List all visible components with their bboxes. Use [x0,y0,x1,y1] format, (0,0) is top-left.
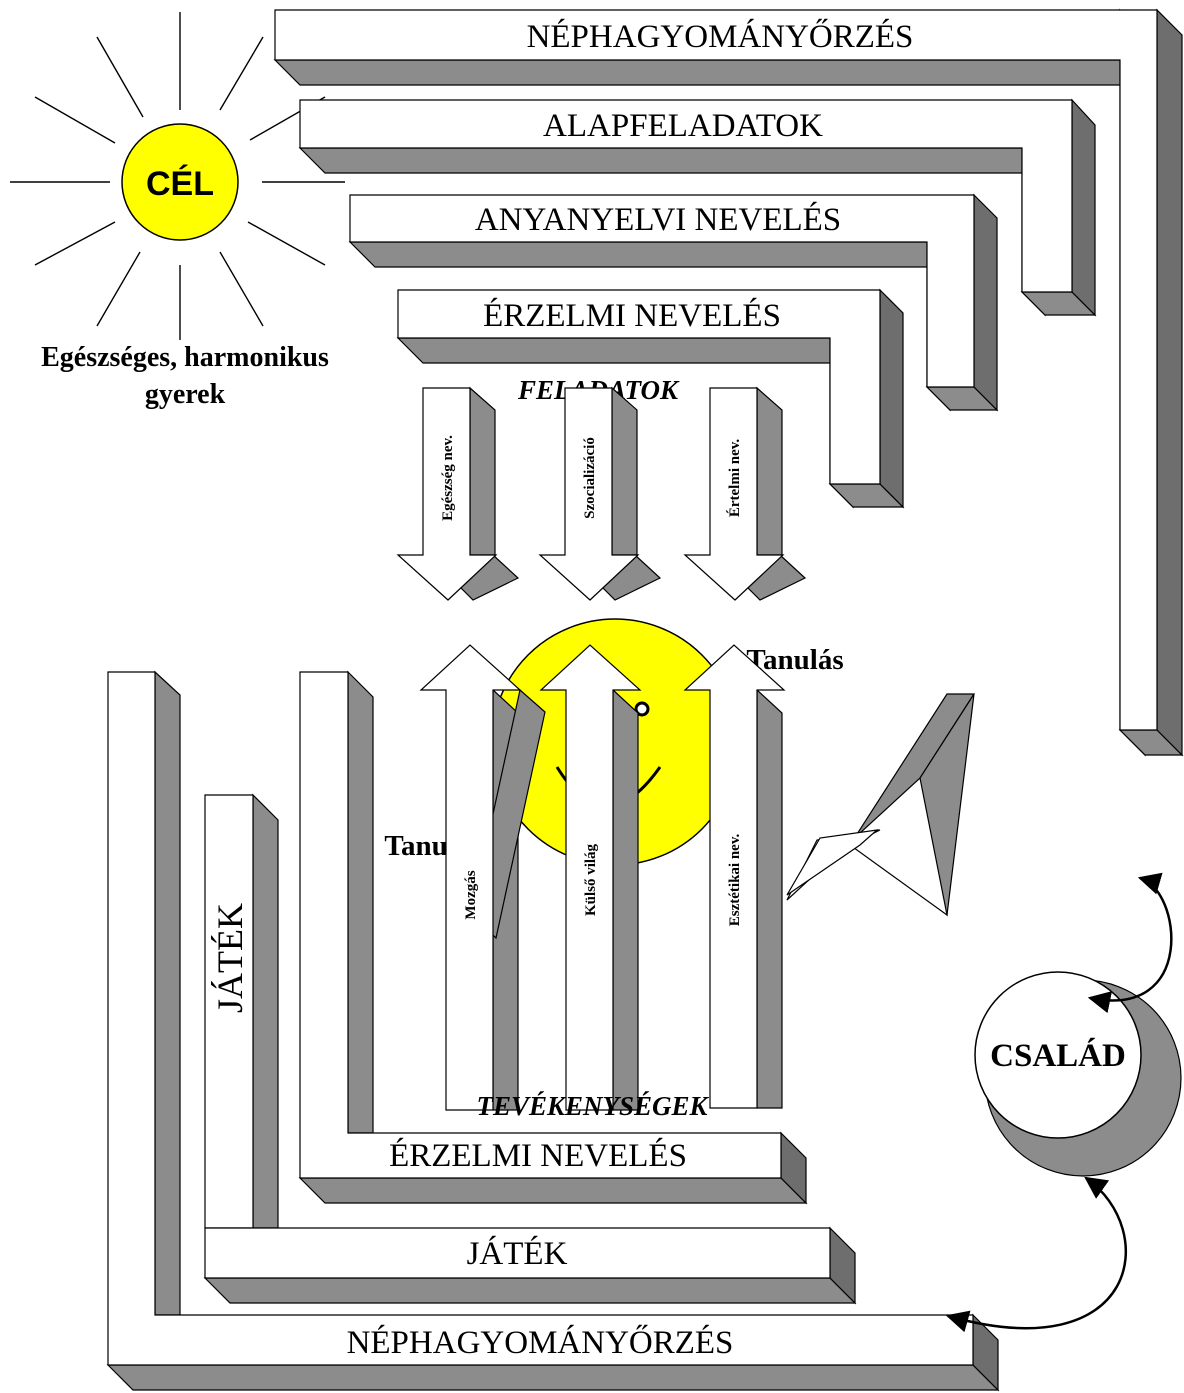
family-label: CSALÁD [990,1037,1126,1074]
activity-arrow-outer-world-label: Külső világ [583,843,599,916]
task-arrow-intellectual-label: Értelmi nev. [726,439,743,518]
activity-arrow-aesthetic-label: Esztétikai nev. [727,834,743,927]
bottom-band-play: JÁTÉK [203,1226,857,1305]
top-band-folk-tradition: NÉPHAGYOMÁNYŐRZÉS [273,8,1184,757]
bottom-band-play-label: JÁTÉK [467,1235,568,1272]
task-arrow-health-label: Egészség nev. [440,435,456,521]
bottom-band-emotional-label: ÉRZELMI NEVELÉS [389,1137,687,1174]
family-connector-bottom [945,1176,1128,1333]
smiley-right-eye [634,701,650,717]
activity-arrow-movement: Mozgás [419,644,546,1111]
activities-title: TEVÉKENYSÉGEK [476,1091,709,1121]
top-band-basic-tasks-label: ALAPFELADATOK [543,108,823,144]
goal-sun-label: CÉL [146,165,214,203]
top-band-emotional: ÉRZELMI NEVELÉS [396,288,905,509]
top-band-basic-tasks: ALAPFELADATOK [298,98,1097,317]
play-vertical-band: JÁTÉK [204,793,279,1229]
bottom-band-folk-tradition: NÉPHAGYOMÁNYŐRZÉS [106,670,1000,1392]
activity-arrow-movement-label: Mozgás [463,870,479,919]
task-arrow-intellectual: Értelmi nev. [683,386,807,601]
top-band-mother-tongue: ANYANYELVI NEVELÉS [348,193,999,412]
goal-sun: CÉL [10,12,345,340]
family-connector-top [1087,872,1173,1014]
task-arrow-health: Egészség nev. [396,386,520,601]
activity-arrow-outer-world: Külső világ [539,644,642,1111]
task-arrow-socialization-label: Szocializáció [582,437,598,519]
play-vertical-band-label: JÁTÉK [210,903,250,1013]
goal-caption-line2: gyerek [145,379,226,410]
family-circle: CSALÁD [974,971,1182,1177]
top-band-emotional-label: ÉRZELMI NEVELÉS [483,297,781,334]
bottom-band-emotional: ÉRZELMI NEVELÉS [298,670,808,1205]
goal-caption-line1: Egészséges, harmonikus [41,342,329,373]
task-arrow-socialization: Szocializáció [538,386,662,601]
top-band-folk-tradition-label: NÉPHAGYOMÁNYŐRZÉS [527,17,914,55]
activity-arrow-aesthetic: Esztétikai nev. [683,644,786,1109]
family-to-child-arrow [786,693,976,917]
bottom-band-folk-tradition-label: NÉPHAGYOMÁNYŐRZÉS [347,1323,734,1361]
top-band-mother-tongue-label: ANYANYELVI NEVELÉS [475,201,841,238]
